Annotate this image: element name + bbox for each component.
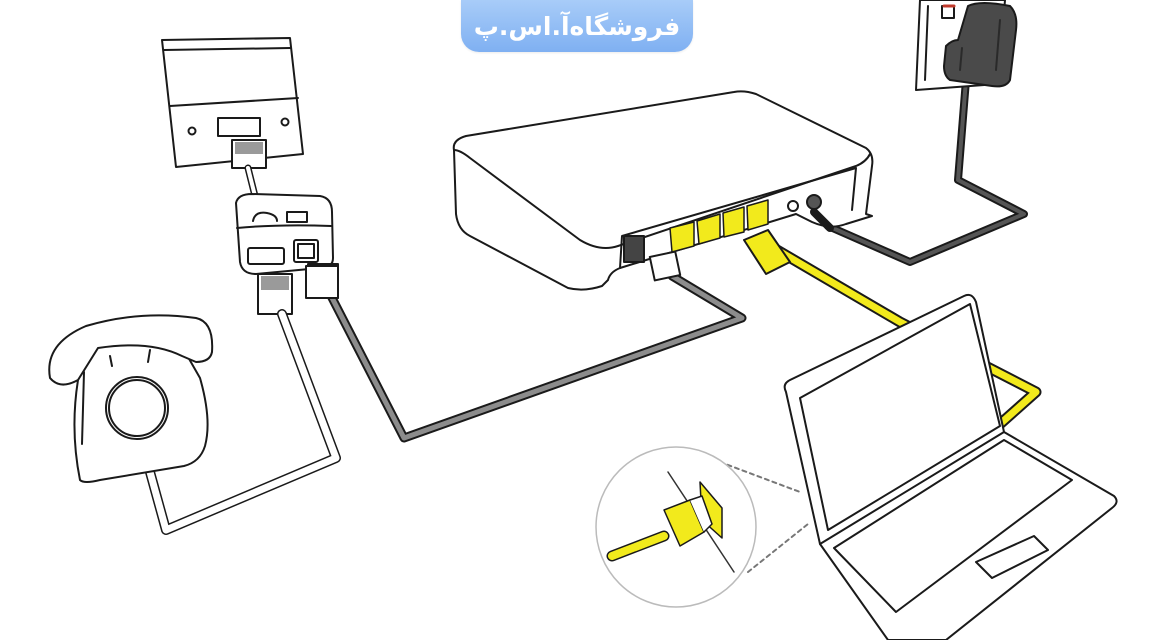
ethernet-plug-detail xyxy=(595,446,809,608)
watermark-badge: فروشگاه‌آ.اس.پ xyxy=(461,0,693,52)
ethernet-plug xyxy=(743,229,791,275)
router-dsl-plug xyxy=(648,250,682,282)
laptop xyxy=(783,293,1118,640)
router-power-jack xyxy=(806,194,822,210)
power-plug xyxy=(810,208,834,232)
router-reset-button xyxy=(787,200,799,212)
router xyxy=(452,90,874,291)
router-lan-ports xyxy=(669,199,769,253)
telephone xyxy=(48,314,214,483)
splitter-dsl-plug xyxy=(305,265,339,299)
power-adapter xyxy=(915,0,1018,91)
wall-phone-socket xyxy=(161,37,304,169)
watermark-text: فروشگاه‌آ.اس.پ xyxy=(473,11,681,41)
